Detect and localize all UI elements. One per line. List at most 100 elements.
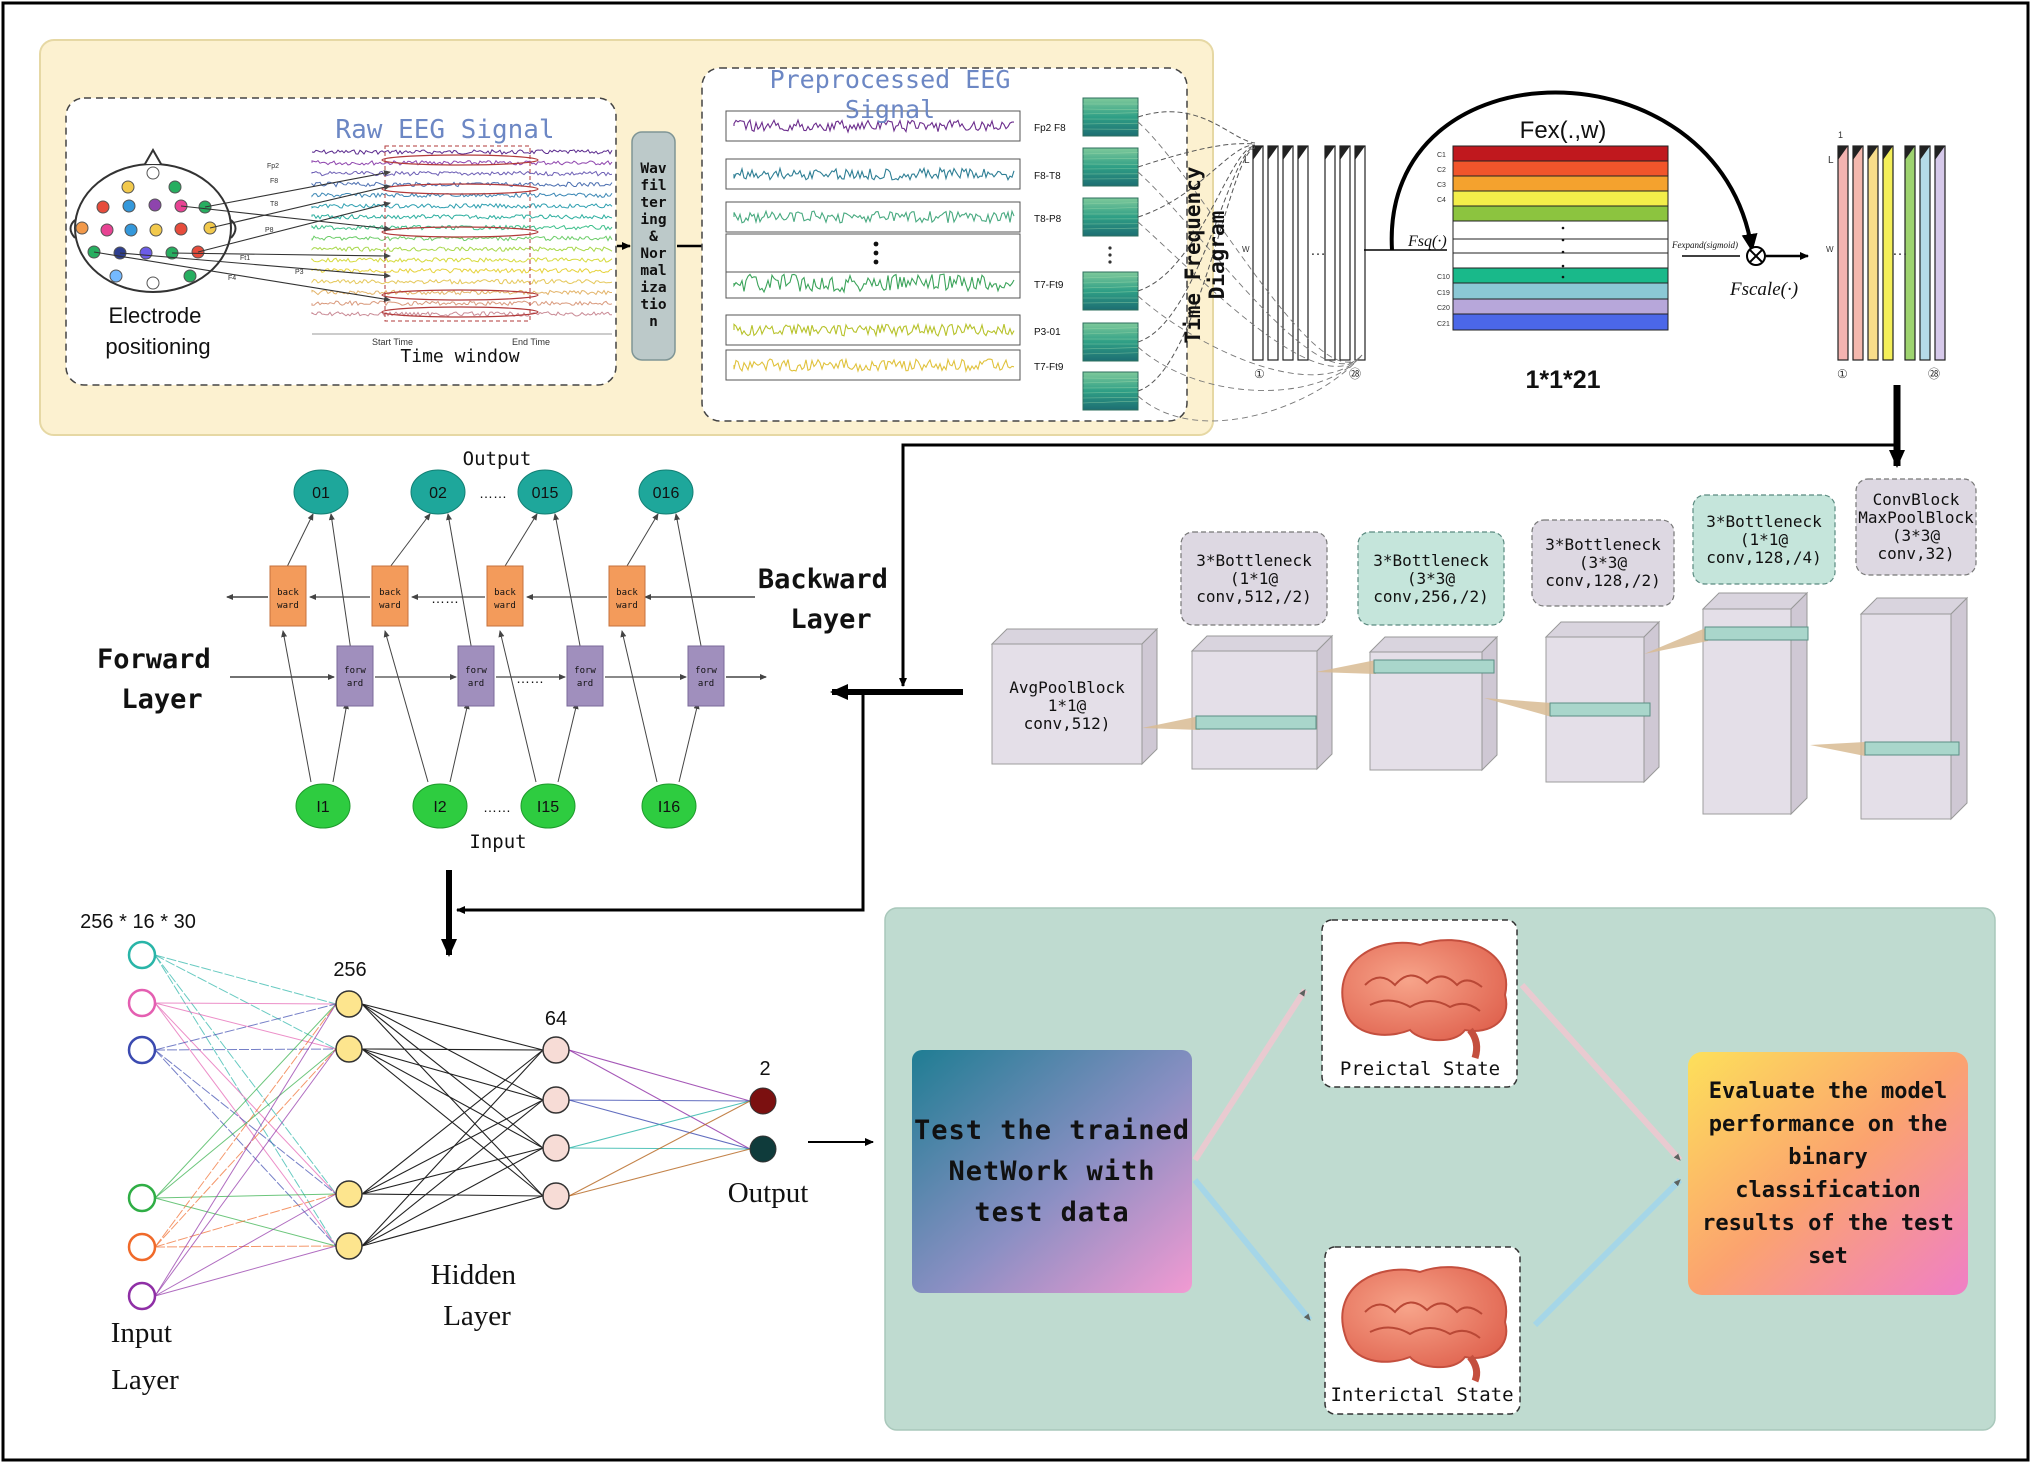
channel-box xyxy=(725,158,1021,190)
tf-texture xyxy=(1082,202,1139,205)
sheet-corner xyxy=(1838,146,1848,160)
tf-texture xyxy=(1082,158,1139,160)
preictal-brain-icon xyxy=(1341,939,1508,1060)
tf-link xyxy=(1137,144,1256,218)
feature-matrix-sheet xyxy=(1324,145,1336,361)
se-channel-bar xyxy=(1452,252,1669,269)
fc-hidden-edge xyxy=(361,1147,544,1247)
tf-texture xyxy=(1082,347,1139,350)
electrode-tag: F4 xyxy=(228,275,236,282)
input-node xyxy=(295,783,351,829)
tf-ellipsis-dot xyxy=(1108,260,1112,264)
arrow-to-cnn-row xyxy=(899,443,1897,687)
tf-link xyxy=(1137,295,1363,376)
scaled-ellipsis: … xyxy=(1892,242,1908,259)
feature-matrix-sheet xyxy=(1354,145,1366,361)
raw-eeg-trace xyxy=(311,267,613,275)
se-ellipsis-dot xyxy=(1561,226,1565,230)
electrode-dot xyxy=(122,199,136,213)
channel-label: T7-Ft9 xyxy=(1034,280,1064,291)
electrode-connection-line xyxy=(180,205,391,232)
ellipsis-dot xyxy=(873,250,879,256)
electrode-connection-line xyxy=(171,252,391,259)
electrode-connection-line xyxy=(209,184,391,229)
fc-output-edge xyxy=(568,1148,751,1197)
tf-link xyxy=(1137,111,1256,144)
forward-cell-label: ard xyxy=(347,679,363,689)
forward-cell-label: ard xyxy=(577,679,593,689)
fc-hidden1-size: 256 xyxy=(333,959,366,981)
channel-label: T8-P8 xyxy=(1034,214,1062,225)
raw-eeg-title: Raw EEG Signal xyxy=(335,115,554,145)
backward-cell-label: ward xyxy=(379,601,401,611)
tf-texture xyxy=(1082,207,1139,210)
backward-layer-label: Backward Layer xyxy=(758,564,904,635)
bilstm-connection xyxy=(623,513,659,572)
raw-eeg-trace xyxy=(311,300,613,307)
tf-texture xyxy=(1082,227,1139,230)
bilstm-connection xyxy=(674,513,703,652)
fc-input-node xyxy=(127,940,157,970)
raw-eeg-trace xyxy=(311,235,613,242)
sheet-corner xyxy=(1283,146,1293,160)
tf-texture xyxy=(1082,276,1139,279)
raw-eeg-box xyxy=(65,97,617,386)
cnn-feature-strip xyxy=(1373,659,1495,674)
electrode-tag: T8 xyxy=(270,201,278,208)
cnn-projection xyxy=(1484,698,1552,717)
fc-hidden1-node xyxy=(335,1232,363,1260)
se-ellipsis-dot xyxy=(1561,264,1565,268)
fc-hidden-edge xyxy=(361,1003,544,1101)
sheet-corner xyxy=(1298,146,1308,160)
evaluation-panel xyxy=(884,907,1996,1431)
tf-link xyxy=(1137,145,1256,292)
output-node-label: 015 xyxy=(532,485,559,502)
fc-input-edge xyxy=(154,954,337,1050)
fc-hidden-edge xyxy=(361,1003,544,1051)
backward-cell xyxy=(269,565,307,627)
tf-texture xyxy=(1082,108,1139,111)
forward-ellipsis: …… xyxy=(516,670,544,686)
se-row-label: C4 xyxy=(1437,197,1446,204)
test-network-text: Test the trained NetWork with test data xyxy=(913,1115,1191,1228)
electrode-dot xyxy=(146,166,160,180)
cnn-projection xyxy=(1810,742,1865,756)
cnn-block-top xyxy=(1701,592,1809,610)
forward-cell-label: forw xyxy=(465,666,487,676)
fc-hidden-edge xyxy=(361,1195,544,1247)
input-node-label: I16 xyxy=(658,799,680,816)
fc-hidden2-node xyxy=(542,1036,570,1064)
cnn-block-label: 3*Bottleneck (3*3@ conv,128,/2) xyxy=(1545,535,1661,590)
backward-cell xyxy=(371,565,409,627)
preprocessed-trace xyxy=(733,322,1015,338)
channel-label: T7-Ft9 xyxy=(1034,362,1064,373)
bilstm-connection xyxy=(386,513,431,572)
tf-link xyxy=(1137,346,1363,391)
tf-spectrogram xyxy=(1082,97,1139,137)
tf-spectrogram xyxy=(1082,371,1139,411)
fc-hidden1-node xyxy=(335,990,363,1018)
fc-input-edge xyxy=(154,1048,337,1199)
sheet-corner xyxy=(1920,146,1930,160)
tf-texture xyxy=(1082,281,1139,284)
tf-texture xyxy=(1082,327,1139,330)
matrix-ellipsis: … xyxy=(1310,242,1326,259)
output-node-label: 016 xyxy=(653,485,680,502)
cnn-block-face xyxy=(1702,608,1792,815)
sheet-corner xyxy=(1253,146,1263,160)
backward-cell-label: back xyxy=(616,588,638,598)
bilstm-connection xyxy=(383,630,429,783)
cnn-block-side xyxy=(1141,627,1158,766)
raw-eeg-trace xyxy=(311,256,613,263)
electrode-connection-line xyxy=(93,251,391,303)
scaled-sheet xyxy=(1837,145,1849,361)
tf-spectrogram xyxy=(1082,322,1139,362)
preictal-label: Preictal State xyxy=(1340,1058,1500,1080)
feature-matrix-sheet xyxy=(1267,145,1279,361)
input-node xyxy=(412,783,468,829)
electrode-dot xyxy=(148,198,162,212)
se-row-label: C10 xyxy=(1437,274,1450,281)
tf-texture xyxy=(1082,152,1139,155)
